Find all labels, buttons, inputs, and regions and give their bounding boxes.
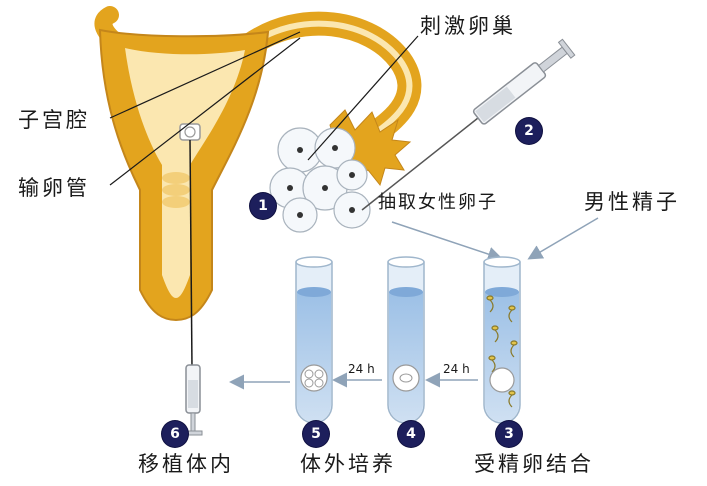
step-badge-1: 1 — [250, 193, 276, 219]
label-fallopian-tube: 输卵管 — [18, 172, 90, 202]
step-badge-5: 5 — [303, 421, 329, 447]
step-badge-4: 4 — [398, 421, 424, 447]
label-stimulate-ovary: 刺激卵巢 — [420, 10, 516, 40]
label-24h-second: 24 h — [348, 362, 375, 376]
test-tube-fertilization — [484, 257, 520, 423]
transfer-syringe-illustration — [184, 365, 202, 435]
label-24h-first: 24 h — [443, 362, 470, 376]
label-fertilization: 受精卵结合 — [474, 448, 594, 478]
step-badge-3: 3 — [496, 421, 522, 447]
label-uterine-cavity: 子宫腔 — [18, 104, 90, 134]
test-tube-culture-multicell — [296, 257, 332, 423]
label-retrieve-eggs: 抽取女性卵子 — [378, 188, 498, 214]
step-badge-2: 2 — [516, 118, 542, 144]
uterus-illustration — [100, 15, 409, 368]
step-badge-6: 6 — [162, 421, 188, 447]
label-male-sperm: 男性精子 — [584, 186, 680, 216]
label-transfer: 移植体内 — [138, 448, 234, 478]
test-tube-culture-zygote — [388, 257, 424, 423]
label-culture: 体外培养 — [300, 448, 396, 478]
